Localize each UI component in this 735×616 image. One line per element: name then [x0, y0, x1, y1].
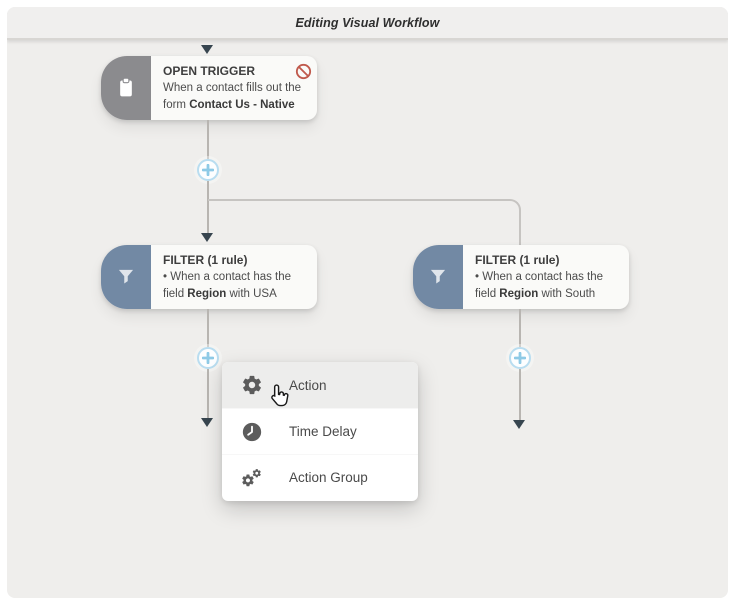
- connector-arrow-icon: [513, 420, 525, 429]
- add-node-button-trigger[interactable]: [197, 159, 219, 181]
- clock-icon: [241, 421, 263, 443]
- filter-iconbox: [413, 245, 463, 309]
- menu-item-action[interactable]: Action: [222, 362, 418, 408]
- connector-arrow-icon: [201, 233, 213, 242]
- add-node-menu: Action Time Delay Action Group: [222, 362, 418, 501]
- filter-description: • When a contact has the field Region wi…: [475, 271, 604, 300]
- filter-body: FILTER (1 rule) • When a contact has the…: [463, 245, 631, 309]
- connector-line: [207, 120, 209, 159]
- filter-title: FILTER (1 rule): [163, 253, 248, 267]
- clipboard-icon: [116, 77, 136, 99]
- filter-node-usa[interactable]: FILTER (1 rule) • When a contact has the…: [101, 245, 317, 309]
- trigger-body: OPEN TRIGGER When a contact fills out th…: [151, 56, 319, 120]
- trigger-iconbox: [101, 56, 151, 120]
- menu-item-time-delay[interactable]: Time Delay: [222, 408, 418, 454]
- connector-arrow-icon: [201, 418, 213, 427]
- connector-line: [519, 309, 521, 347]
- menu-item-label: Action Group: [289, 470, 368, 485]
- add-node-button-left[interactable]: [197, 347, 219, 369]
- filter-description: • When a contact has the field Region wi…: [163, 271, 292, 300]
- filter-node-south[interactable]: FILTER (1 rule) • When a contact has the…: [413, 245, 629, 309]
- filter-body: FILTER (1 rule) • When a contact has the…: [151, 245, 319, 309]
- filter-title: FILTER (1 rule): [475, 253, 560, 267]
- connector-arrow-icon: [201, 45, 213, 54]
- connector-branch: [208, 199, 521, 245]
- gear-icon: [241, 374, 263, 396]
- plus-icon: [514, 352, 526, 364]
- menu-item-label: Time Delay: [289, 424, 357, 439]
- connector-line: [519, 369, 521, 420]
- connector-line: [207, 369, 209, 418]
- filter-iconbox: [101, 245, 151, 309]
- workflow-editor-window: Editing Visual Workflow OPEN TRIGGER Whe…: [7, 7, 728, 598]
- add-node-button-right[interactable]: [509, 347, 531, 369]
- open-trigger-node[interactable]: OPEN TRIGGER When a contact fills out th…: [101, 56, 317, 120]
- menu-item-action-group[interactable]: Action Group: [222, 454, 418, 500]
- gears-icon: [241, 467, 263, 489]
- trigger-description: When a contact fills out the form Contac…: [163, 82, 302, 111]
- page-title: Editing Visual Workflow: [295, 15, 440, 30]
- workflow-canvas[interactable]: [7, 42, 728, 598]
- funnel-icon: [116, 267, 136, 287]
- connector-line: [207, 309, 209, 347]
- titlebar: Editing Visual Workflow: [7, 7, 728, 40]
- blocked-icon: [295, 63, 312, 80]
- plus-icon: [202, 164, 214, 176]
- trigger-title: OPEN TRIGGER: [163, 64, 256, 78]
- menu-item-label: Action: [289, 377, 327, 393]
- funnel-icon: [428, 267, 448, 287]
- plus-icon: [202, 352, 214, 364]
